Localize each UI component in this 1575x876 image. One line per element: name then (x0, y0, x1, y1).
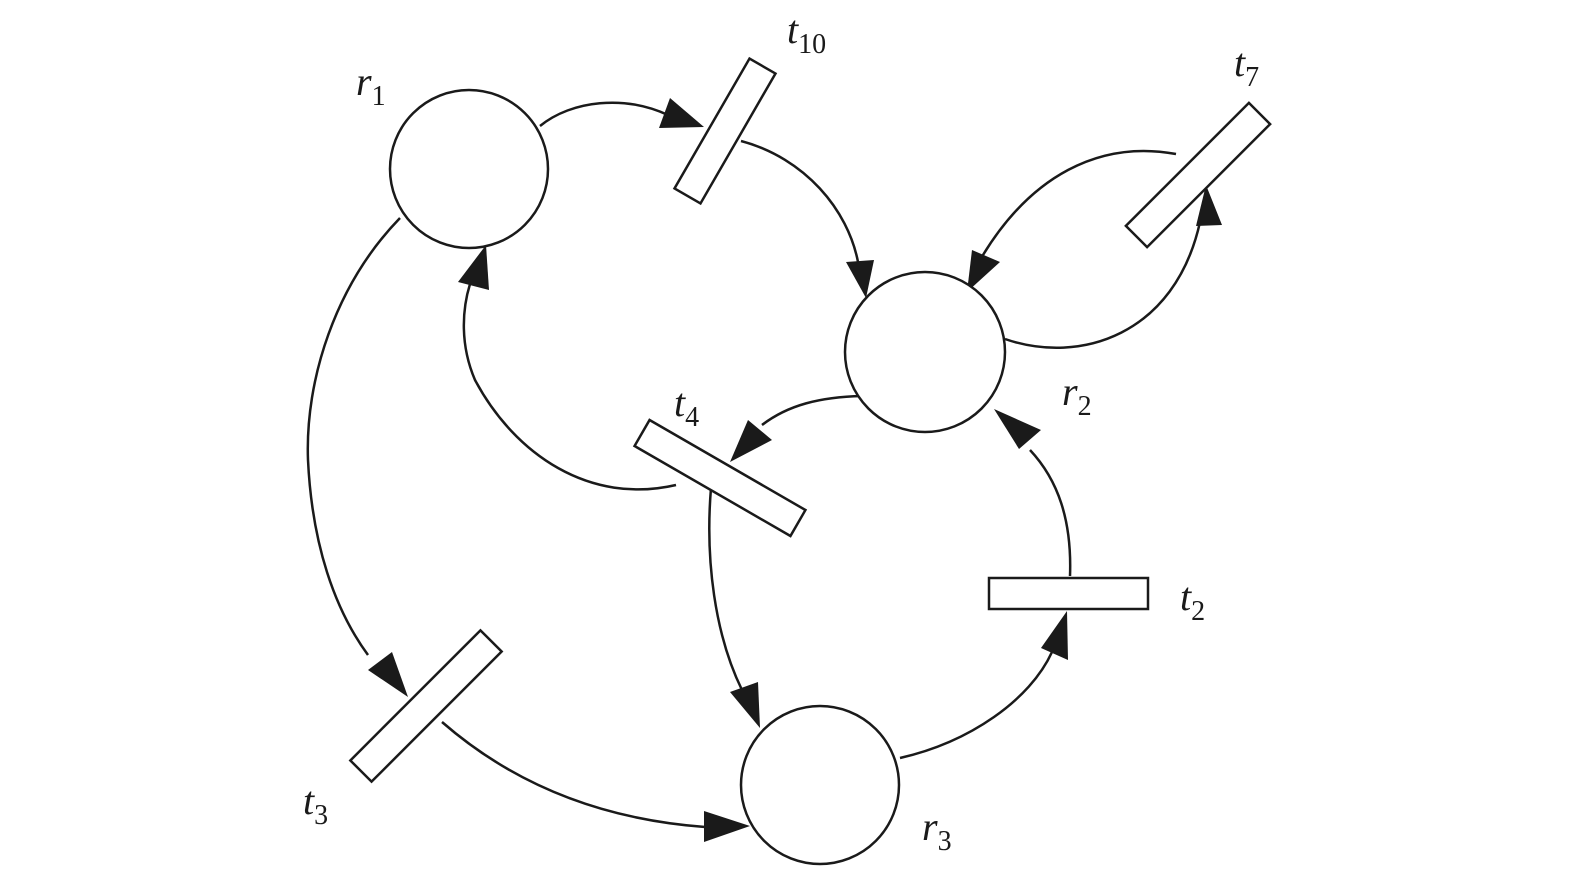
transition-t2 (987, 576, 1150, 611)
arrowhead-t2-to-r2 (994, 409, 1041, 449)
label-r1: r1 (356, 59, 386, 112)
arrowhead-r2-to-t4 (730, 420, 772, 462)
arc-t3-to-r3 (441, 721, 706, 829)
arc-r3-to-t2 (899, 651, 1054, 760)
transition-t4 (632, 418, 808, 538)
transitions (348, 56, 1272, 784)
arc-r2-to-t7 (1004, 221, 1202, 349)
label-t10: t10 (787, 7, 826, 60)
transition-t7 (1124, 101, 1272, 249)
arrowhead-t10-to-r2 (846, 260, 874, 298)
arrowhead-r2-to-t7 (1196, 185, 1222, 226)
label-r2: r2 (1062, 369, 1092, 422)
labels: r1 t10 t7 r2 t4 t2 t3 r3 (303, 7, 1259, 857)
arrowhead-r1-to-t10 (659, 98, 704, 128)
label-t3: t3 (303, 778, 328, 831)
arc-r2-to-t4 (761, 394, 863, 426)
arc-t4-to-r3 (708, 487, 744, 691)
place-r2 (843, 270, 1007, 434)
arrowhead-r1-to-t3 (368, 652, 408, 697)
label-t7: t7 (1234, 40, 1259, 93)
place-r3 (739, 704, 901, 866)
arc-t7-to-r2 (978, 149, 1177, 261)
places (388, 88, 1007, 866)
arc-r1-to-t3 (306, 217, 401, 656)
label-r3: r3 (922, 804, 952, 857)
arrowhead-t3-to-r3 (704, 811, 750, 842)
arc-t4-to-r1 (462, 283, 677, 491)
arcs (306, 98, 1222, 842)
arrowhead-r3-to-t2 (1041, 611, 1068, 660)
label-t4: t4 (674, 380, 699, 433)
arc-r1-to-t10 (539, 101, 669, 127)
arrowhead-t7-to-r2 (967, 250, 1000, 292)
arrowhead-t4-to-r1 (458, 245, 489, 290)
place-r1 (388, 88, 550, 250)
transition-t3 (348, 628, 504, 784)
arrowhead-t4-to-r3 (730, 682, 760, 728)
arc-t10-to-r2 (740, 139, 860, 263)
label-t2: t2 (1180, 574, 1205, 627)
arc-t2-to-r2 (1029, 449, 1072, 577)
transition-t10 (672, 56, 778, 206)
